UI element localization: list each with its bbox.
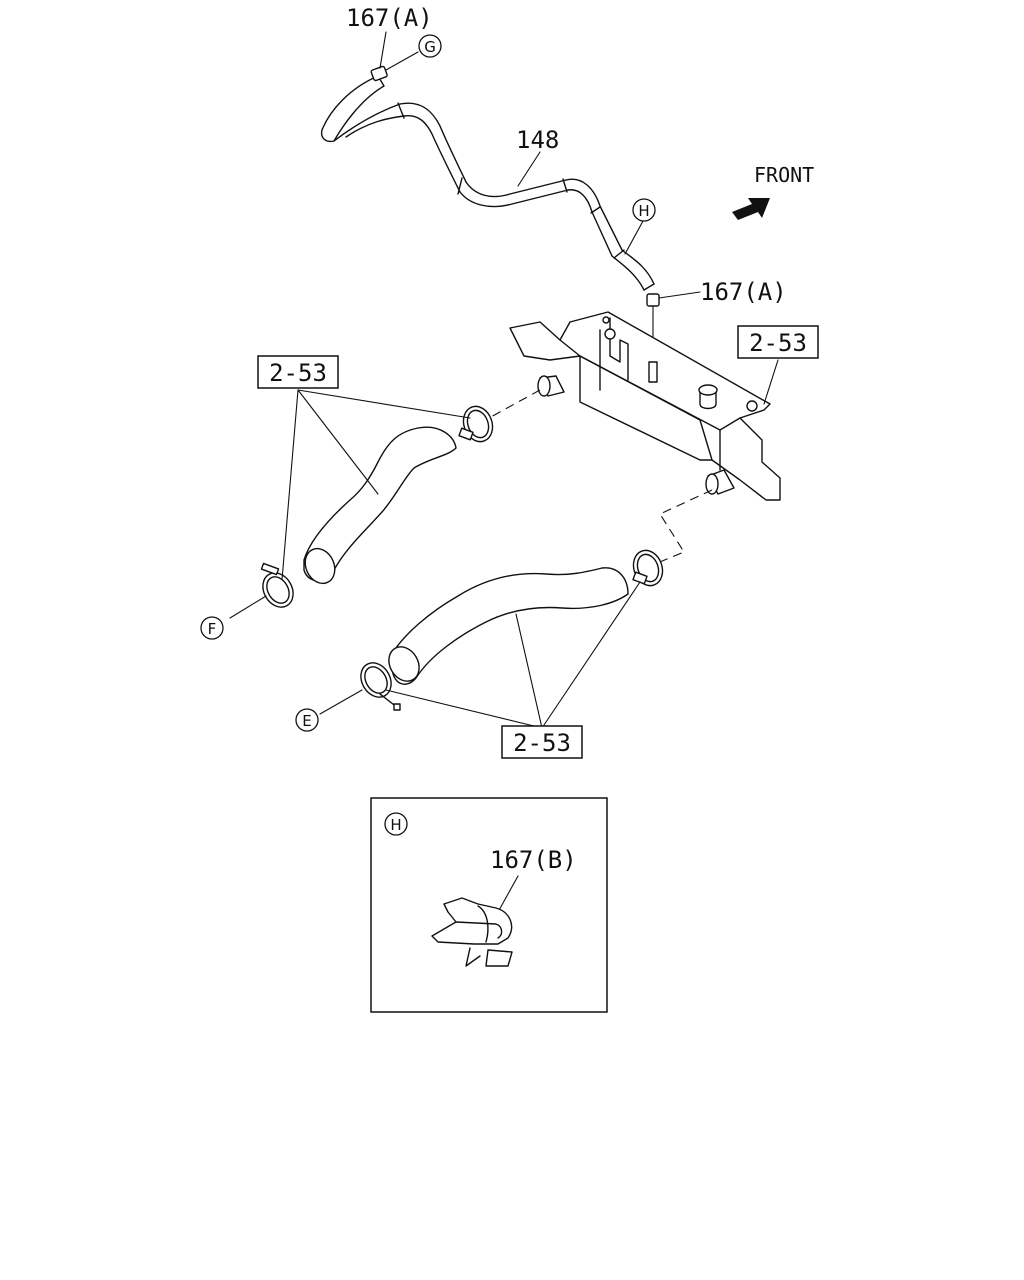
svg-text:H: H [638,202,649,220]
callout-h[interactable]: H [632,198,656,222]
clip-167a-right[interactable] [646,293,660,307]
callout-e[interactable]: E [295,708,319,732]
ref-box-2-53-bottom[interactable]: 2-53 [501,725,583,759]
intercooler-hose-lower[interactable] [383,567,629,687]
svg-text:2-53: 2-53 [513,729,571,757]
intercooler[interactable] [509,311,781,501]
hose-clamp-upper-right[interactable] [458,402,498,445]
callout-g[interactable]: G [418,34,442,58]
front-arrow-icon [732,198,770,220]
label-167a-right: 167(A) [700,278,787,306]
ref-box-2-53-right[interactable]: 2-53 [737,325,819,359]
hose-clamp-lower-right[interactable] [629,546,668,589]
label-148: 148 [516,126,559,154]
callout-f[interactable]: F [200,616,224,640]
inset-detail-h: H 167(B) [370,797,608,1013]
intercooler-hose-upper[interactable] [300,426,457,588]
hose-clamp-f[interactable] [257,562,299,612]
svg-text:F: F [208,620,217,638]
clip-167b[interactable] [431,897,513,967]
ref-box-2-53-left[interactable]: 2-53 [257,355,339,389]
svg-text:E: E [302,712,311,730]
svg-text:G: G [424,38,436,56]
hose-clamp-e[interactable] [355,657,401,711]
clip-167a-top[interactable] [370,65,388,82]
label-167b: 167(B) [490,846,577,874]
label-front: FRONT [754,163,814,187]
label-167a-top: 167(A) [346,4,433,32]
inset-callout-h: H [390,816,401,834]
svg-text:2-53: 2-53 [749,329,807,357]
svg-text:2-53: 2-53 [269,359,327,387]
hose-148[interactable] [320,75,655,291]
